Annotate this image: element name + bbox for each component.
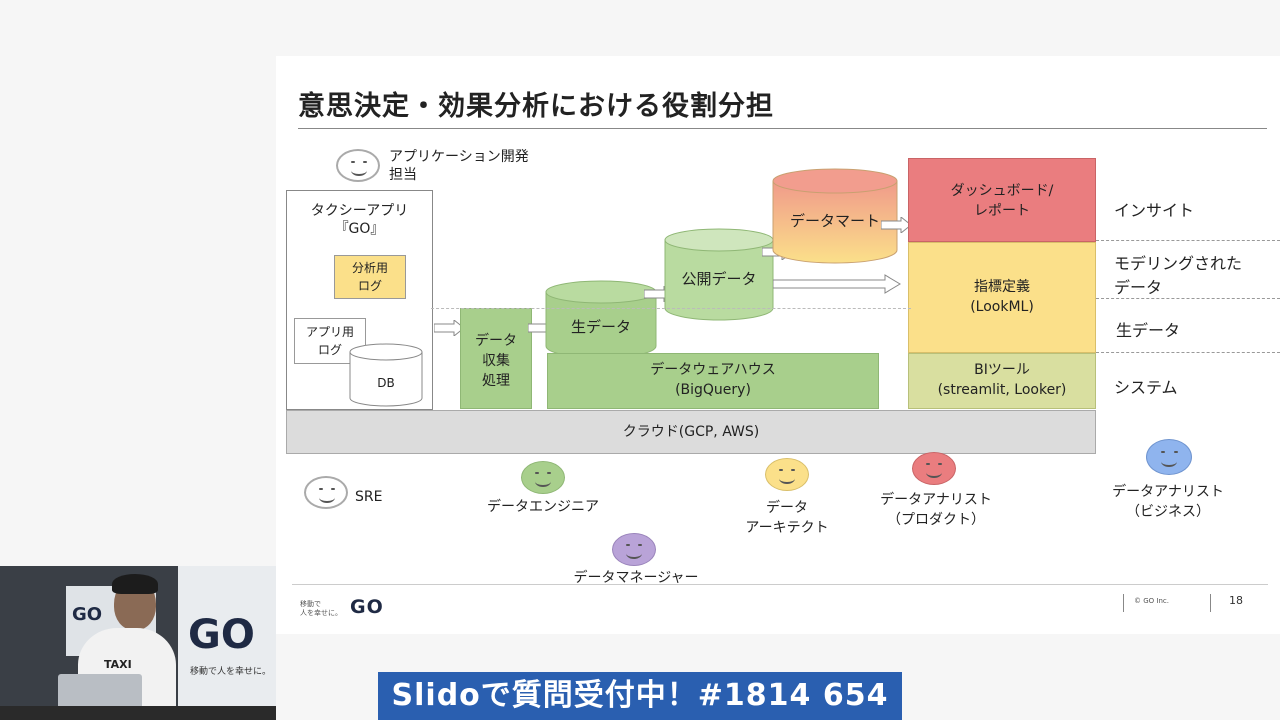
footer-go-logo: GO <box>350 596 384 618</box>
app-log-note: アプリ用ログ <box>294 318 366 364</box>
slide-title: 意思決定・効果分析における役割分担 <box>298 91 774 122</box>
layer-separator <box>431 308 911 309</box>
app-dev-smiley-icon <box>336 149 380 182</box>
data-analyst-product-smiley-icon <box>912 452 956 485</box>
data-analyst-business-smiley-icon <box>1146 439 1192 475</box>
public-data-label: 公開データ <box>681 270 757 288</box>
data-manager-label: データマネージャー <box>573 570 699 586</box>
data-manager-smiley-icon <box>612 533 656 566</box>
db-label: DB <box>377 376 395 390</box>
speaker-hair <box>112 574 158 594</box>
layer-modeled: モデリングされたデータ <box>1114 254 1243 297</box>
layer-raw: 生データ <box>1116 321 1181 340</box>
dashboard-report-box: ダッシュボード/レポート <box>908 158 1096 242</box>
sre-smiley-icon <box>304 476 348 509</box>
backdrop-panel <box>178 566 276 720</box>
dwh-box: データウェアハウス(BigQuery) <box>547 353 879 409</box>
bi-tool-box: BIツール(streamlit, Looker) <box>908 353 1096 409</box>
speaker-camera-feed: GO 移動で人を幸せに。 GO TAXI <box>0 566 276 720</box>
public-data-cylinder-icon <box>664 228 774 321</box>
footer-tagline: 移動で人を幸せに。 <box>300 600 342 617</box>
backdrop-tagline: 移動で人を幸せに。 <box>190 667 272 677</box>
raw-data-label: 生データ <box>570 318 631 336</box>
footer-separator <box>1210 594 1211 612</box>
backdrop-go-logo: GO <box>188 612 255 658</box>
layer-system: システム <box>1114 378 1178 397</box>
data-engineer-smiley-icon <box>521 461 565 494</box>
layer-separator <box>1096 240 1280 241</box>
presentation-slide: 意思決定・効果分析における役割分担 アプリケーション開発担当 タクシーアプリ『G… <box>276 56 1280 634</box>
data-architect-label: データアーキテクト <box>745 500 829 536</box>
data-analyst-product-label: データアナリスト（プロダクト） <box>880 492 992 528</box>
data-analyst-business-label: データアナリスト（ビジネス） <box>1112 484 1224 520</box>
analysis-log-note: 分析用ログ <box>334 255 406 299</box>
sre-label: SRE <box>355 489 383 505</box>
metrics-definition-box: 指標定義(LookML) <box>908 242 1096 353</box>
arrow-right-icon <box>434 320 464 336</box>
data-collection-box: データ収集処理 <box>460 308 532 409</box>
arrow-right-icon <box>881 217 911 233</box>
footer-separator <box>1123 594 1124 612</box>
desk <box>0 706 276 720</box>
cloud-bar: クラウド(GCP, AWS) <box>286 410 1096 454</box>
data-engineer-label: データエンジニア <box>487 499 599 515</box>
long-arrow-right-icon <box>773 274 901 294</box>
data-mart-label: データマート <box>789 212 880 230</box>
backdrop-go-logo-small: GO <box>72 604 103 625</box>
shirt-print: TAXI <box>104 658 132 671</box>
data-mart-cylinder-icon <box>772 168 898 264</box>
layer-insight: インサイト <box>1114 201 1195 220</box>
copyright-text: © GO Inc. <box>1134 597 1169 605</box>
layer-separator <box>1096 298 1280 299</box>
data-architect-smiley-icon <box>765 458 809 491</box>
footer-divider <box>292 584 1268 585</box>
title-divider <box>298 128 1267 129</box>
slido-banner: Slidoで質問受付中！#1814 654 <box>378 672 902 720</box>
page-number: 18 <box>1229 594 1243 607</box>
app-dev-label: アプリケーション開発担当 <box>389 149 529 183</box>
taxi-app-name: タクシーアプリ『GO』 <box>310 203 409 237</box>
layer-separator <box>1096 352 1280 353</box>
db-cylinder-icon <box>349 343 423 407</box>
